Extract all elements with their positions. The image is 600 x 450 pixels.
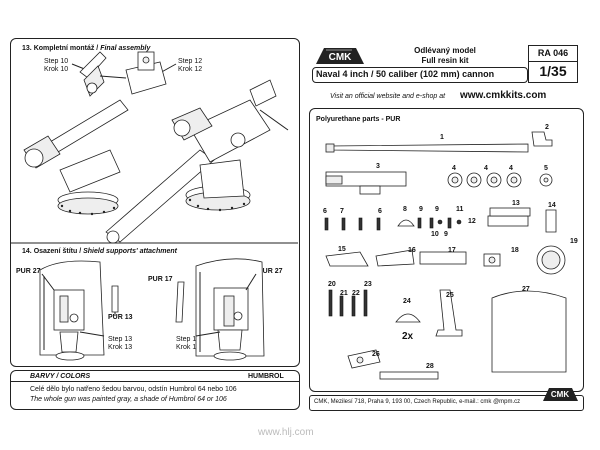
callout-step-10-b: Krok 10 — [44, 66, 69, 73]
callout-step-13-right-a: Step 13 — [176, 336, 201, 343]
callout-step-12-b: Krok 12 — [178, 66, 203, 73]
part-number: 20 — [328, 281, 336, 288]
colors-title: BARVY / COLORS — [30, 373, 91, 380]
model-type-en: Full resin kit — [421, 56, 469, 65]
kit-code-box: RA 046 1/35 — [528, 45, 578, 83]
part-number: 25 — [446, 292, 454, 299]
part-number: 5 — [544, 165, 548, 172]
pur-27-label-right: PUR 27 — [258, 268, 283, 275]
callout-step-13-left-b: Krok 13 — [108, 344, 133, 351]
title-box — [312, 67, 528, 83]
part-number: 13 — [512, 200, 520, 207]
part-number: 16 — [408, 247, 416, 254]
kit-title: Naval 4 inch / 50 caliber (102 mm) canno… — [316, 69, 495, 79]
part-number: 9 — [444, 231, 448, 238]
pur-13-label: PUR 13 — [108, 314, 133, 321]
part-number: 27 — [522, 286, 530, 293]
cmk-logo-header: CMK — [312, 44, 368, 66]
callout-step-12-a: Step 12 — [178, 58, 203, 65]
part-number: 4 — [452, 165, 456, 172]
part-number: 26 — [372, 351, 380, 358]
colors-title-bar — [11, 371, 299, 382]
footer-bar — [309, 395, 584, 411]
footer-address: CMK, Mezilesí 718, Praha 9, 193 00, Czec… — [314, 399, 521, 405]
callout-step-13-right: Step 13 Krok 13 — [176, 336, 200, 351]
pur-17-label: PUR 17 — [148, 276, 173, 283]
callout-step-10-a: Step 10 — [44, 58, 69, 65]
part-number: 8 — [403, 206, 407, 213]
part-number: 21 — [340, 290, 348, 297]
colors-panel — [10, 370, 300, 410]
part-number: 2 — [545, 124, 549, 131]
part-number: 9 — [419, 206, 423, 213]
part-number: 4 — [509, 165, 513, 172]
cmk-logo-text: CMK — [328, 52, 352, 63]
step-14-number: 14. — [22, 248, 32, 255]
part-number: 15 — [338, 246, 346, 253]
kit-scale: 1/35 — [539, 63, 567, 79]
callout-step-10: Step 10 Krok 10 — [44, 58, 68, 73]
part-number: 18 — [511, 247, 519, 254]
callout-step-13-left-a: Step 13 — [108, 336, 133, 343]
colors-text-cz: Celé dělo bylo natřeno šedou barvou, ods… — [30, 386, 237, 393]
part-number: 23 — [364, 281, 372, 288]
part-number: 10 — [431, 231, 439, 238]
kit-code: RA 046 — [529, 46, 577, 62]
part-number: 28 — [426, 363, 434, 370]
step-14-en: Shield supports' attachment — [83, 248, 177, 255]
part-number: 6 — [378, 208, 382, 215]
part-24-multiplier: 2x — [402, 331, 414, 342]
cmk-logo-footer: CMK — [540, 386, 580, 402]
part-number: 11 — [456, 206, 464, 213]
callout-step-12: Step 12 Krok 12 — [178, 58, 202, 73]
step-14-heading: 14. Osazení štítu / Shield supports' att… — [22, 248, 177, 255]
part-number: 24 — [403, 298, 411, 305]
colors-text-en: The whole gun was painted gray, a shade … — [30, 396, 227, 403]
watermark-url: www.hlj.com — [258, 427, 314, 438]
step-13-number: 13. — [22, 45, 32, 52]
visit-prefix: Visit an official website and e-shop at — [330, 93, 446, 100]
step-13-heading: 13. Kompletní montáž / Final assembly — [22, 45, 150, 52]
colors-brand: HUMBROL — [248, 373, 284, 380]
part-number: 22 — [352, 290, 360, 297]
website-link[interactable]: www.cmkkits.com — [460, 90, 547, 101]
part-number: 19 — [570, 238, 578, 245]
part-number: 12 — [468, 218, 476, 225]
step-13-en: Final assembly — [100, 45, 151, 52]
callout-step-13-left: Step 13 Krok 13 — [108, 336, 132, 351]
parts-title: Polyurethane parts - PUR — [316, 116, 401, 123]
step-13-cz: Kompletní montáž / — [33, 45, 99, 52]
part-number: 17 — [448, 247, 456, 254]
part-number: 3 — [376, 163, 380, 170]
callout-step-13-right-b: Krok 13 — [176, 344, 201, 351]
visit-text: Visit an official website and e-shop at — [330, 93, 445, 100]
part-number: 6 — [323, 208, 327, 215]
part-number: 4 — [484, 165, 488, 172]
model-type-cz: Odlévaný model — [414, 46, 476, 55]
cmk-logo-footer-text: CMK — [550, 390, 570, 399]
pur-27-label-left: PUR 27 — [16, 268, 41, 275]
step-14-cz: Osazení štítu / — [33, 248, 82, 255]
part-number: 9 — [435, 206, 439, 213]
part-number: 14 — [548, 202, 556, 209]
part-number: 1 — [440, 134, 444, 141]
part-number: 7 — [340, 208, 344, 215]
